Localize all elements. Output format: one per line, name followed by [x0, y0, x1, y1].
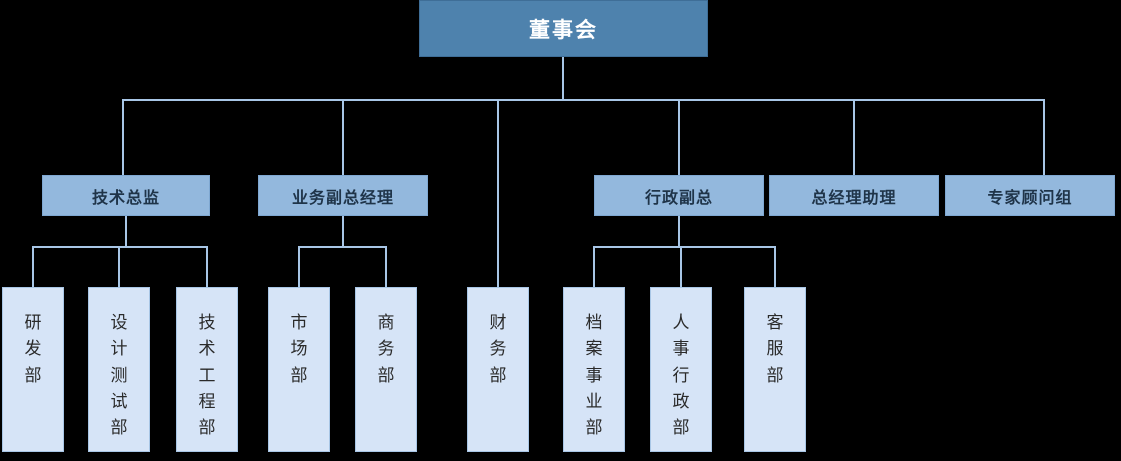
connector-drop-expert-group — [1043, 99, 1045, 175]
org-node-admin-vp-label: 行政副总 — [644, 187, 713, 207]
connector-tech-director-stem — [125, 216, 127, 248]
connector-drop-business-vp — [342, 99, 344, 175]
org-node-rnd-dept-label: 研发部 — [24, 313, 42, 386]
org-node-customer-service-dept[interactable]: 客服部 — [744, 287, 806, 452]
org-node-admin-vp[interactable]: 行政副总 — [594, 175, 764, 216]
org-node-gm-assistant-label: 总经理助理 — [811, 187, 897, 207]
connector-drop-hr-admin-dept — [680, 246, 682, 287]
org-node-archive-dept-label: 档案事业部 — [585, 313, 603, 439]
connector-drop-admin-vp — [678, 99, 680, 175]
org-node-marketing-dept-label: 市场部 — [290, 313, 308, 386]
org-node-gm-assistant[interactable]: 总经理助理 — [769, 175, 939, 216]
connector-main-bus — [122, 99, 1045, 101]
org-node-finance-dept-label: 财务部 — [489, 313, 507, 386]
org-node-board[interactable]: 董事会 — [419, 0, 708, 57]
org-node-rnd-dept[interactable]: 研发部 — [2, 287, 64, 452]
connector-drop-tech-director — [122, 99, 124, 175]
org-node-hr-admin-dept-label: 人事行政部 — [672, 313, 690, 439]
connector-drop-design-test-dept — [118, 246, 120, 287]
org-node-business-vp-label: 业务副总经理 — [291, 187, 394, 207]
org-node-business-vp[interactable]: 业务副总经理 — [258, 175, 428, 216]
org-node-commerce-dept[interactable]: 商务部 — [355, 287, 417, 452]
connector-drop-finance-dept — [497, 99, 499, 287]
org-node-tech-eng-dept[interactable]: 技术工程部 — [176, 287, 238, 452]
org-node-archive-dept[interactable]: 档案事业部 — [563, 287, 625, 452]
org-node-tech-director-label: 技术总监 — [91, 187, 160, 207]
connector-business-vp-stem — [342, 216, 344, 248]
org-node-commerce-dept-label: 商务部 — [377, 313, 395, 386]
org-node-design-test-dept-label: 设计测试部 — [110, 313, 128, 439]
org-node-expert-group-label: 专家顾问组 — [987, 187, 1073, 207]
connector-admin-vp-stem — [678, 216, 680, 248]
org-node-customer-service-dept-label: 客服部 — [766, 313, 784, 386]
org-node-hr-admin-dept[interactable]: 人事行政部 — [650, 287, 712, 452]
org-node-marketing-dept[interactable]: 市场部 — [268, 287, 330, 452]
org-node-board-label: 董事会 — [529, 17, 598, 42]
org-node-design-test-dept[interactable]: 设计测试部 — [88, 287, 150, 452]
connector-drop-gm-assistant — [853, 99, 855, 175]
connector-drop-archive-dept — [593, 246, 595, 287]
connector-drop-customer-service-dept — [774, 246, 776, 287]
connector-root-stem — [562, 57, 564, 100]
org-node-expert-group[interactable]: 专家顾问组 — [945, 175, 1115, 216]
org-node-tech-director[interactable]: 技术总监 — [42, 175, 210, 216]
connector-drop-marketing-dept — [298, 246, 300, 287]
connector-business-vp-bus — [298, 246, 386, 248]
connector-drop-commerce-dept — [385, 246, 387, 287]
org-node-finance-dept[interactable]: 财务部 — [467, 287, 529, 452]
connector-drop-rnd-dept — [32, 246, 34, 287]
connector-admin-vp-bus — [593, 246, 776, 248]
org-node-tech-eng-dept-label: 技术工程部 — [198, 313, 216, 439]
connector-tech-director-bus — [32, 246, 208, 248]
connector-drop-tech-eng-dept — [206, 246, 208, 287]
